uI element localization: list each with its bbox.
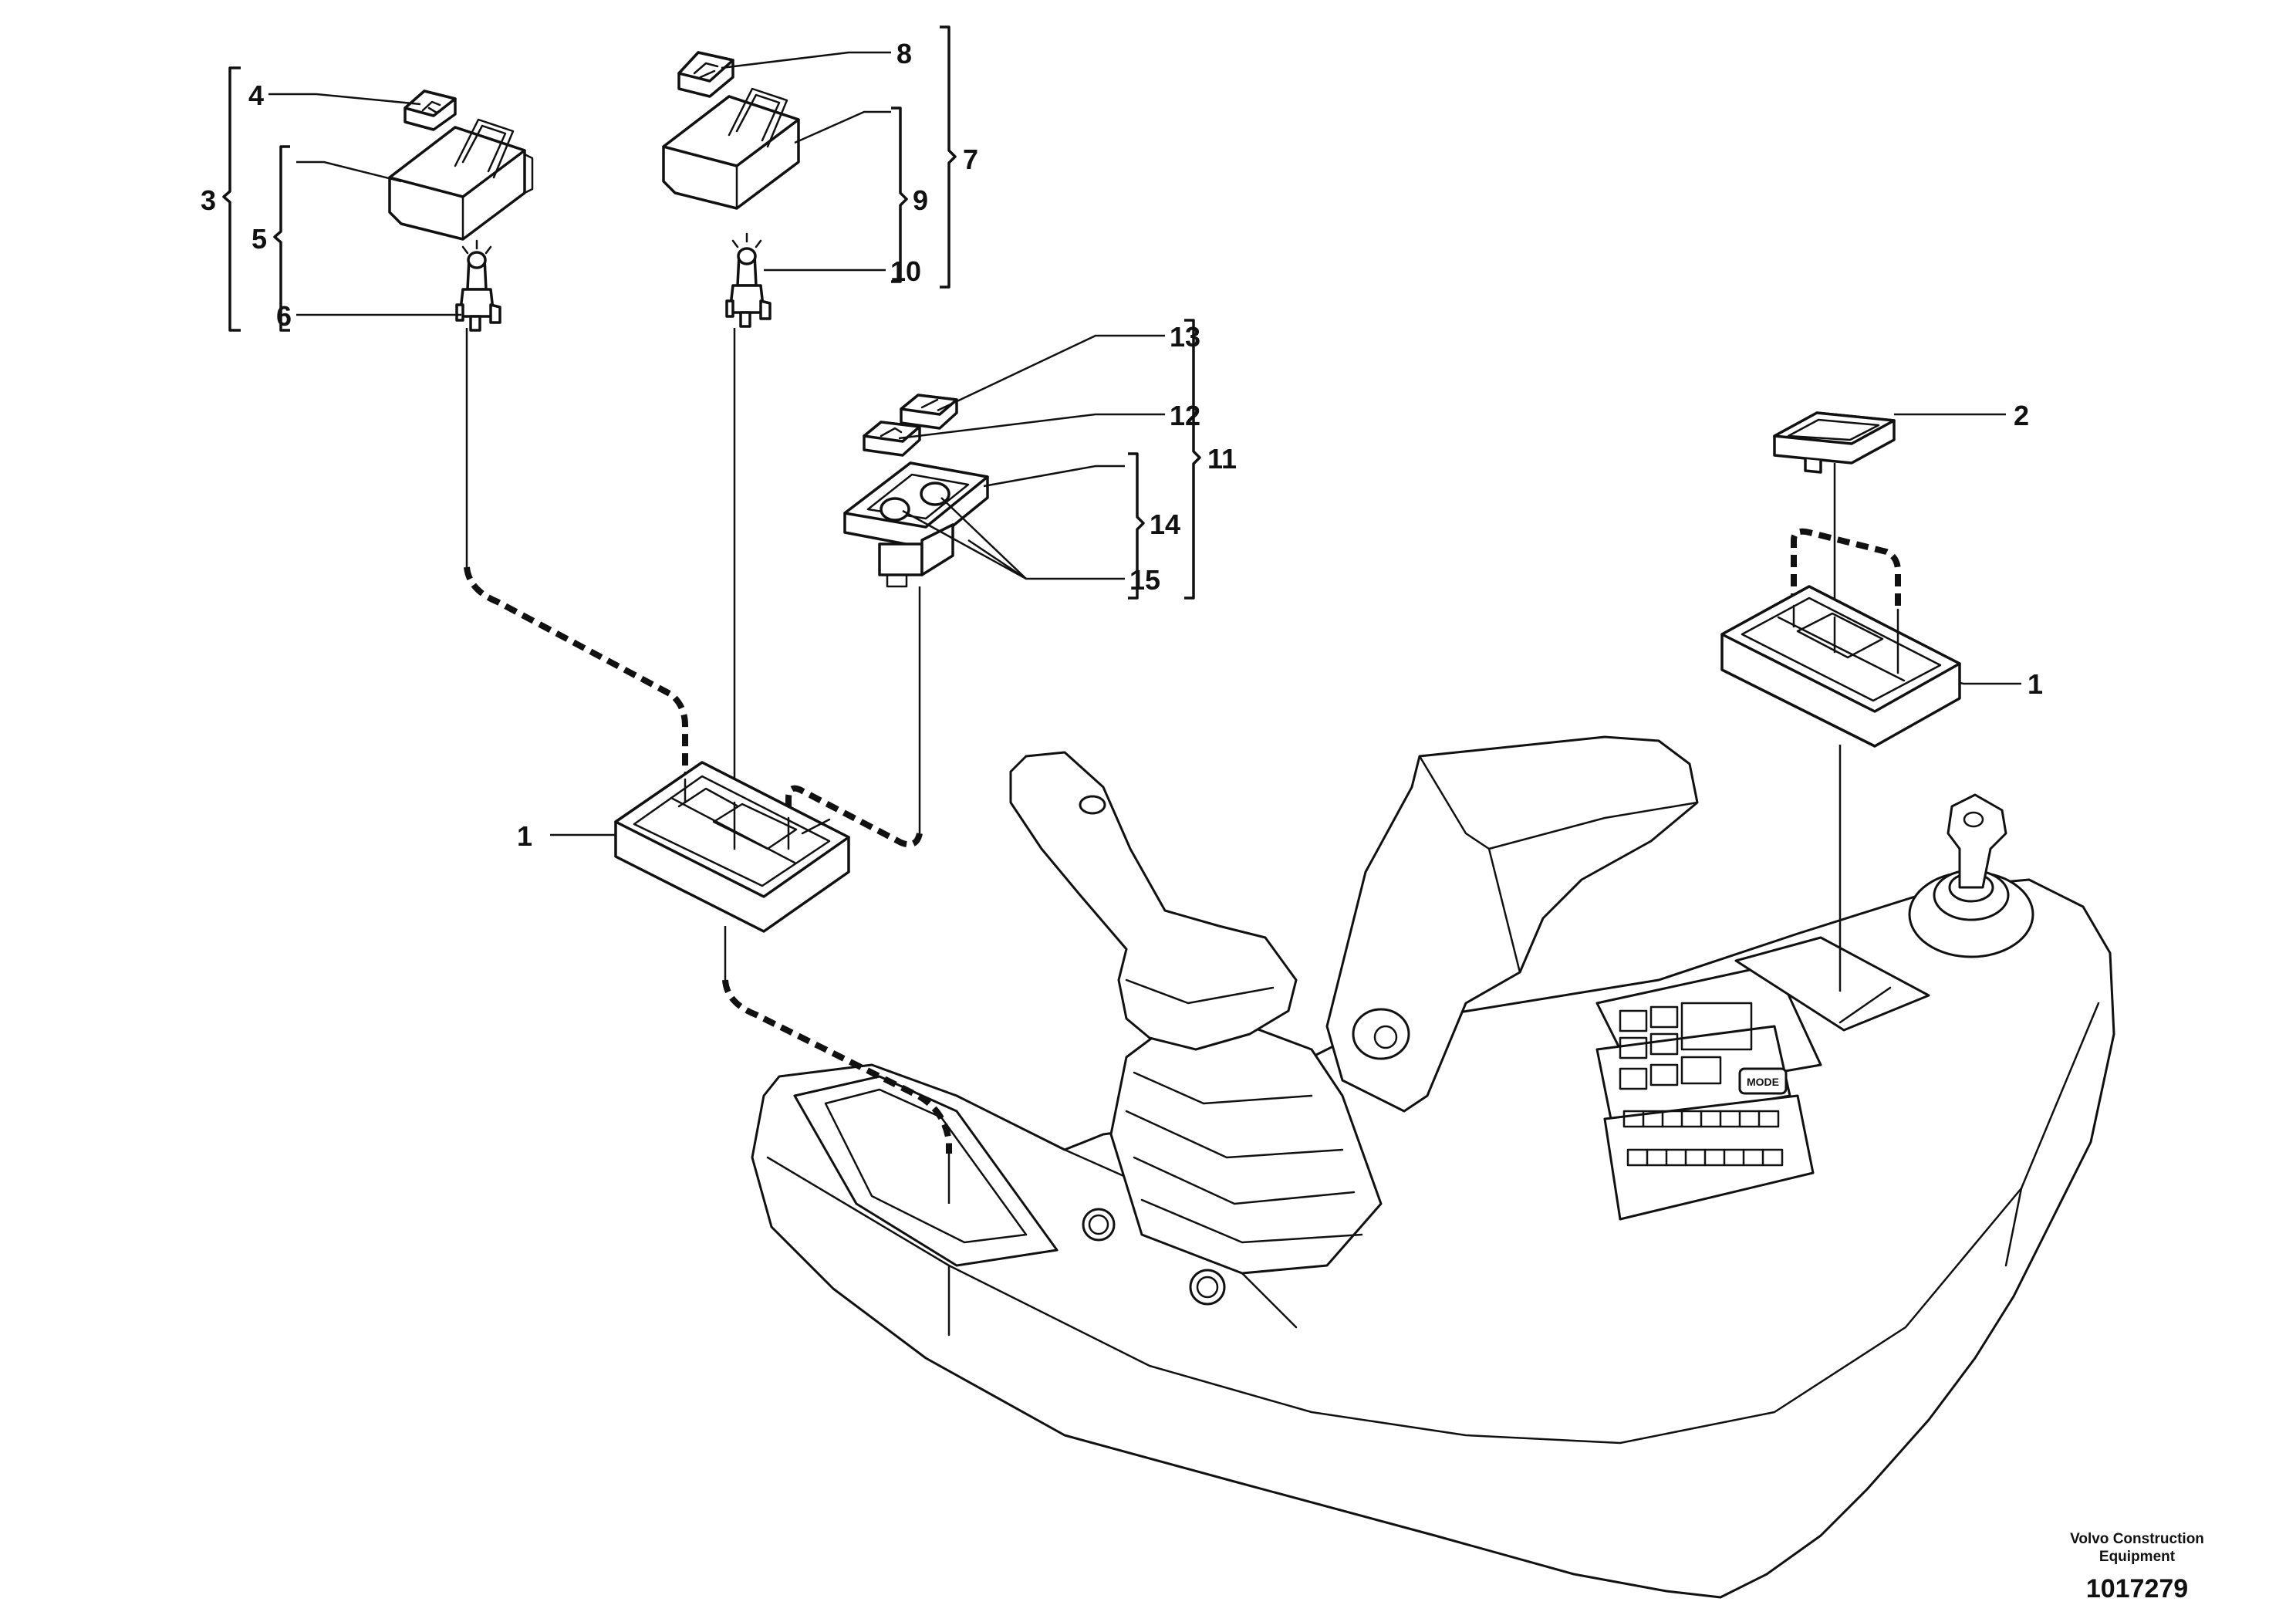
drawing-number: 1017279 [2085,1574,2189,1603]
operator-console: MODE [751,735,2115,1599]
blank-cover [1773,411,1896,474]
callout-9: 9 [913,184,928,216]
callout-14: 14 [1150,509,1180,540]
callout-3: 3 [201,184,216,216]
rocker-switch-5 [388,118,534,241]
mode-button: MODE [1738,1067,1788,1095]
callout-labels: 1 1 2 3 4 5 6 7 8 9 10 11 12 13 14 15 [201,38,2043,852]
publisher-name: Volvo Construction Equipment [2029,1530,2245,1566]
callout-4: 4 [248,79,264,111]
symbol-plate-8 [677,51,734,98]
symbol-plate-12 [863,421,921,457]
callout-5: 5 [252,223,267,255]
publisher-line-2: Equipment [2098,1549,2176,1565]
callout-6: 6 [276,300,292,332]
callout-15: 15 [1129,564,1160,596]
switch-casing-left [614,761,850,933]
braces [222,25,1201,600]
callout-7: 7 [963,144,978,175]
rocker-switch-9 [662,87,800,210]
callout-8: 8 [896,38,912,69]
symbol-plate-13 [900,394,958,430]
bulb-6 [455,239,501,332]
callout-2: 2 [2014,400,2029,431]
switch-casing-right [1720,585,1961,748]
bulb-10 [725,232,772,328]
callout-13: 13 [1170,321,1200,353]
svg-text:MODE: MODE [1747,1076,1779,1088]
callout-10: 10 [890,255,921,287]
callout-11: 11 [1207,443,1237,475]
callout-1-left: 1 [517,820,532,852]
connector-lines [464,328,1901,1204]
symbol-plate-4 [403,90,457,131]
callout-12: 12 [1170,400,1200,431]
leader-lines [268,51,2021,836]
push-switch-14 [843,461,989,588]
publisher-line-1: Volvo Construction [2070,1531,2204,1547]
callout-1-right: 1 [2028,668,2043,700]
